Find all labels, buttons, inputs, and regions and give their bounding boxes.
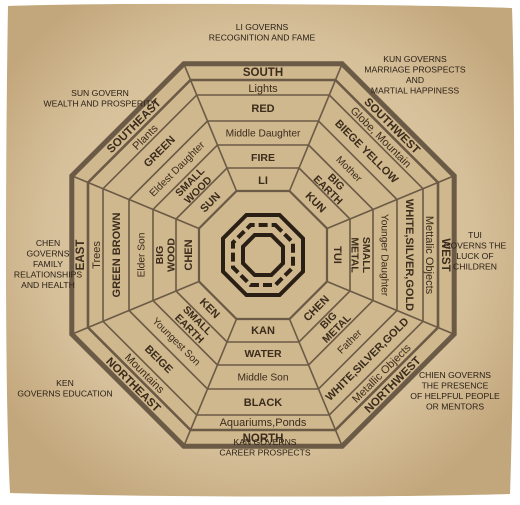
governance-note-line: FAMILY <box>33 259 63 269</box>
governance-note-line: KUN GOVERNS <box>383 54 447 64</box>
sector-north-trigram: KAN <box>251 325 275 337</box>
governance-note-line: CHIEN GOVERNS <box>419 370 491 380</box>
sector-label-group: EAST <box>75 240 87 271</box>
sector-divider <box>183 318 238 447</box>
sector-label-group: FIRE <box>251 152 275 164</box>
sector-divider <box>288 63 343 192</box>
sector-divider <box>183 63 238 192</box>
sector-label-group: Aquariums,Ponds <box>220 417 307 429</box>
bagua-octagon <box>69 61 457 449</box>
sector-south-family: Middle Daughter <box>226 129 301 140</box>
trigram-ring <box>241 233 285 277</box>
sector-label-group: LI <box>258 175 268 187</box>
governance-note-line: GOVERNS THE <box>444 241 507 251</box>
sector-east-element: WOOD <box>166 238 178 272</box>
trigram-ring <box>221 213 305 297</box>
governance-note-line: RECOGNITION AND FAME <box>209 33 316 43</box>
sector-label-group: KAN <box>251 325 275 337</box>
sector-south-direction: SOUTH <box>243 67 283 79</box>
governance-note-line: WEALTH AND PROSPERITY <box>43 99 156 109</box>
governance-note-line: LI GOVERNS <box>236 22 289 32</box>
sector-label-group: WEST <box>439 238 451 271</box>
governance-note-line: KEN <box>56 378 74 388</box>
sector-west-color: WHITE,SILVER,GOLD <box>403 199 415 311</box>
sector-label-group: TUI <box>331 246 343 264</box>
governance-note-line: GOVERNS <box>27 249 70 259</box>
yin-yang-center <box>221 213 305 297</box>
sector-label-group: NORTH <box>243 433 284 445</box>
sector-label-group: Elder Son <box>137 233 148 278</box>
sector-south-element: FIRE <box>251 152 275 164</box>
governance-note-line: OR MENTORS <box>426 402 484 412</box>
sector-west-family: Younger Daughter <box>378 214 389 297</box>
sector-label-group: BLACK <box>244 397 283 409</box>
sector-north-color: BLACK <box>244 397 283 409</box>
sector-label-group: Younger Daughter <box>378 214 389 297</box>
sector-divider <box>326 175 455 230</box>
sector-divider <box>288 318 343 447</box>
sector-north-element: WATER <box>244 348 282 360</box>
sector-label-group: Middle Daughter <box>226 129 301 140</box>
sector-label-group: Trees <box>91 241 103 269</box>
governance-note-line: MARRIAGE PROSPECTS <box>364 65 466 75</box>
sector-label-group: GREEN BROWN <box>111 212 123 297</box>
sector-west-element: SMALL <box>360 237 372 274</box>
governance-note-line: GOVERNS EDUCATION <box>17 389 112 399</box>
sector-west-element: METAL <box>349 237 361 273</box>
sector-south-trigram: LI <box>258 175 268 187</box>
sector-north-direction: NORTH <box>243 433 284 445</box>
sector-divider <box>326 280 455 335</box>
sector-east-color: GREEN BROWN <box>111 212 123 297</box>
governance-note-line: TUI <box>468 230 482 240</box>
governance-note-line: SUN GOVERN <box>71 88 129 98</box>
sector-east-element: BIG <box>154 246 166 265</box>
sector-east-symbol: Trees <box>91 241 103 269</box>
governance-note-line: AND <box>406 75 424 85</box>
sector-label-group: Mettalic Objects <box>423 216 435 295</box>
governance-note-line: OF HELPFUL PEOPLE <box>410 391 500 401</box>
sector-label-group: Middle Son <box>238 373 289 384</box>
governance-note-line: KAN GOVERNS <box>233 437 296 447</box>
sector-label-group: Lights <box>248 83 278 95</box>
sector-north-symbol: Aquariums,Ponds <box>220 417 307 429</box>
governance-note-line: RELATIONSHIPS <box>14 270 82 280</box>
sector-south-color: RED <box>251 103 274 115</box>
governance-note-line: THE PRESENCE <box>422 381 489 391</box>
sector-label-group: WHITE,SILVER,GOLD <box>403 199 415 311</box>
governance-note-line: CHILDREN <box>453 262 497 272</box>
sector-west-direction: WEST <box>439 238 451 271</box>
sector-label-group: WATER <box>244 348 282 360</box>
sector-label-group: CHEN <box>183 239 195 270</box>
governance-note-line: AND HEALTH <box>21 280 75 290</box>
sector-west-trigram: TUI <box>331 246 343 264</box>
sector-south-symbol: Lights <box>248 83 278 95</box>
sector-label-group: SOUTH <box>243 67 283 79</box>
sector-east-trigram: CHEN <box>183 239 195 270</box>
sector-divider <box>71 175 200 230</box>
sector-label-group: RED <box>251 103 274 115</box>
sector-divider <box>71 280 200 335</box>
sector-east-direction: EAST <box>75 240 87 271</box>
sector-east-family: Elder Son <box>137 233 148 278</box>
sector-north-family: Middle Son <box>238 373 289 384</box>
governance-note-line: CHEN <box>36 238 60 248</box>
governance-note-line: MARTIAL HAPPINESS <box>371 86 460 96</box>
trigram-ring <box>231 223 295 287</box>
sector-west-symbol: Mettalic Objects <box>423 216 435 295</box>
governance-note-line: LUCK OF <box>456 251 493 261</box>
governance-note-line: CAREER PROSPECTS <box>219 448 310 458</box>
